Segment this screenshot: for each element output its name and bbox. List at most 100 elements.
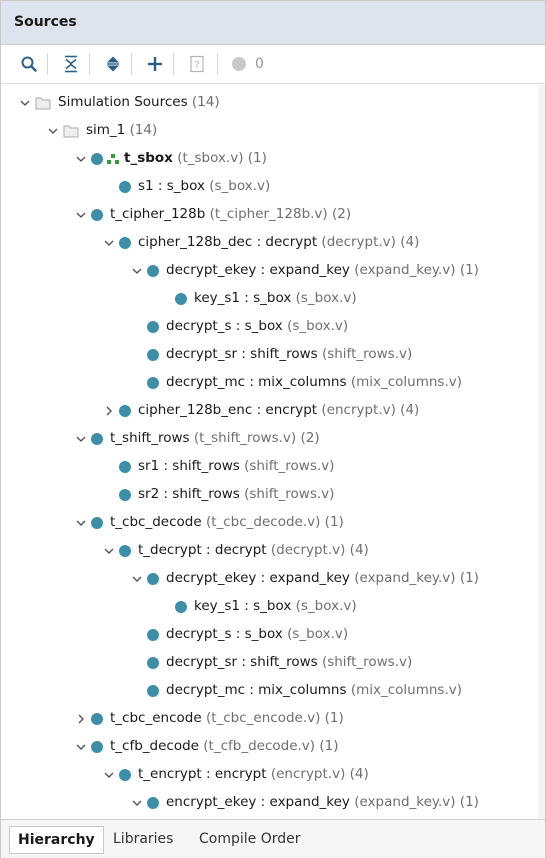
- module-file: (s_box.v): [295, 290, 357, 306]
- search-icon[interactable]: [17, 52, 41, 76]
- module-name: cipher_128b_enc : encrypt: [138, 402, 318, 418]
- module-file: (t_sbox.v) (1): [177, 150, 267, 166]
- module-file: (t_cbc_encode.v) (1): [205, 710, 344, 726]
- tree-row-label: t_shift_rows (t_shift_rows.v) (2): [110, 430, 320, 446]
- module-dot-icon: [119, 405, 131, 417]
- module-dot-icon: [175, 601, 187, 613]
- module-dot-icon: [119, 461, 131, 473]
- module-name: t_cbc_decode: [110, 514, 202, 530]
- module-name: t_decrypt : decrypt: [138, 542, 267, 558]
- properties-icon[interactable]: ?: [185, 52, 209, 76]
- tab-hierarchy[interactable]: Hierarchy: [9, 826, 104, 854]
- module-dot-icon: [91, 741, 103, 753]
- module-name: encrypt_ekey : expand_key: [166, 794, 350, 810]
- tab-compile-order[interactable]: Compile Order: [199, 831, 301, 847]
- tree-row[interactable]: sim_1 (14): [1, 117, 537, 145]
- tree-row[interactable]: Simulation Sources (14): [1, 89, 537, 117]
- module-file: (encrypt.v) (4): [270, 766, 369, 782]
- source-tree[interactable]: Simulation Sources (14) sim_1 (14) t_sbox …: [1, 85, 537, 819]
- tree-row[interactable]: t_shift_rows (t_shift_rows.v) (2): [1, 425, 537, 453]
- module-name: key_s1 : s_box: [194, 290, 292, 306]
- tab-libraries[interactable]: Libraries: [113, 831, 174, 847]
- tree-row[interactable]: key_s1 : s_box (s_box.v): [1, 593, 537, 621]
- tree-row[interactable]: t_cbc_encode (t_cbc_encode.v) (1): [1, 705, 537, 733]
- chevron-down-icon[interactable]: [131, 573, 143, 585]
- chevron-down-icon[interactable]: [75, 433, 87, 445]
- tree-row[interactable]: decrypt_mc : mix_columns (mix_columns.v): [1, 369, 537, 397]
- collapse-all-icon[interactable]: [59, 52, 83, 76]
- module-name: t_cbc_encode: [110, 710, 202, 726]
- tree-row[interactable]: decrypt_sr : shift_rows (shift_rows.v): [1, 649, 537, 677]
- chevron-right-icon[interactable]: [75, 713, 87, 725]
- tree-row[interactable]: sr1 : shift_rows (shift_rows.v): [1, 453, 537, 481]
- tree-row[interactable]: decrypt_ekey : expand_key (expand_key.v)…: [1, 257, 537, 285]
- module-name: t_cfb_decode: [110, 738, 199, 754]
- tree-row[interactable]: t_cfb_decode (t_cfb_decode.v) (1): [1, 733, 537, 761]
- tree-row[interactable]: sr2 : shift_rows (shift_rows.v): [1, 481, 537, 509]
- tree-row[interactable]: t_cbc_decode (t_cbc_decode.v) (1): [1, 509, 537, 537]
- chevron-down-icon[interactable]: [131, 265, 143, 277]
- module-file: (shift_rows.v): [321, 346, 413, 362]
- expand-all-icon[interactable]: [101, 52, 125, 76]
- chevron-down-icon[interactable]: [75, 153, 87, 165]
- module-file: (14): [129, 122, 158, 138]
- toolbar-divider: [173, 53, 174, 75]
- module-dot-icon: [119, 237, 131, 249]
- module-dot-icon: [147, 349, 159, 361]
- add-icon[interactable]: [143, 52, 167, 76]
- tree-row[interactable]: decrypt_ekey : expand_key (expand_key.v)…: [1, 565, 537, 593]
- tree-row[interactable]: t_sbox (t_sbox.v) (1): [1, 145, 537, 173]
- panel-title: Sources: [14, 14, 77, 30]
- folder-icon: [63, 124, 79, 138]
- module-file: (s_box.v): [287, 626, 349, 642]
- tree-row[interactable]: decrypt_s : s_box (s_box.v): [1, 621, 537, 649]
- module-dot-icon: [119, 489, 131, 501]
- tree-row[interactable]: decrypt_sr : shift_rows (shift_rows.v): [1, 341, 537, 369]
- module-name: decrypt_ekey : expand_key: [166, 262, 350, 278]
- module-dot-icon: [119, 769, 131, 781]
- tree-row[interactable]: encrypt_ekey : expand_key (expand_key.v)…: [1, 789, 537, 817]
- tree-row-label: decrypt_mc : mix_columns (mix_columns.v): [166, 374, 462, 390]
- tree-row[interactable]: s1 : s_box (s_box.v): [1, 173, 537, 201]
- module-name: t_cipher_128b: [110, 206, 206, 222]
- tree-row-label: cipher_128b_dec : decrypt (decrypt.v) (4…: [138, 234, 419, 250]
- tree-row[interactable]: t_encrypt : encrypt (encrypt.v) (4): [1, 761, 537, 789]
- tree-row[interactable]: t_cipher_128b (t_cipher_128b.v) (2): [1, 201, 537, 229]
- module-dot-icon: [147, 377, 159, 389]
- vertical-scrollbar[interactable]: [538, 85, 545, 819]
- module-name: decrypt_sr : shift_rows: [166, 346, 318, 362]
- module-file: (decrypt.v) (4): [321, 234, 420, 250]
- chevron-down-icon[interactable]: [47, 125, 59, 137]
- module-file: (mix_columns.v): [350, 682, 463, 698]
- tree-row-label: t_decrypt : decrypt (decrypt.v) (4): [138, 542, 369, 558]
- tree-row[interactable]: key_s1 : s_box (s_box.v): [1, 285, 537, 313]
- chevron-down-icon[interactable]: [75, 741, 87, 753]
- chevron-down-icon[interactable]: [103, 545, 115, 557]
- module-name: sim_1: [86, 122, 126, 138]
- chevron-down-icon[interactable]: [131, 797, 143, 809]
- tree-row[interactable]: cipher_128b_enc : encrypt (encrypt.v) (4…: [1, 397, 537, 425]
- tree-row[interactable]: decrypt_mc : mix_columns (mix_columns.v): [1, 677, 537, 705]
- tree-row[interactable]: decrypt_s : s_box (s_box.v): [1, 313, 537, 341]
- module-file: (t_shift_rows.v) (2): [193, 430, 320, 446]
- module-file: (shift_rows.v): [244, 458, 335, 474]
- tree-row[interactable]: t_decrypt : decrypt (decrypt.v) (4): [1, 537, 537, 565]
- top-module-icon: [107, 153, 119, 165]
- module-file: (mix_columns.v): [350, 374, 463, 390]
- tree-row[interactable]: cipher_128b_dec : decrypt (decrypt.v) (4…: [1, 229, 537, 257]
- module-name: decrypt_s : s_box: [166, 626, 283, 642]
- chevron-down-icon[interactable]: [75, 517, 87, 529]
- chevron-down-icon[interactable]: [75, 209, 87, 221]
- chevron-down-icon[interactable]: [103, 237, 115, 249]
- tree-row-label: decrypt_mc : mix_columns (mix_columns.v): [166, 682, 462, 698]
- chevron-down-icon[interactable]: [19, 97, 31, 109]
- module-dot-icon: [175, 293, 187, 305]
- tree-row-label: sim_1 (14): [86, 122, 157, 138]
- tree-row-label: t_sbox (t_sbox.v) (1): [124, 150, 267, 166]
- module-file: (shift_rows.v): [244, 486, 335, 502]
- module-file: (t_cfb_decode.v) (1): [203, 738, 339, 754]
- module-file: (shift_rows.v): [321, 654, 413, 670]
- chevron-right-icon[interactable]: [103, 405, 115, 417]
- chevron-down-icon[interactable]: [103, 769, 115, 781]
